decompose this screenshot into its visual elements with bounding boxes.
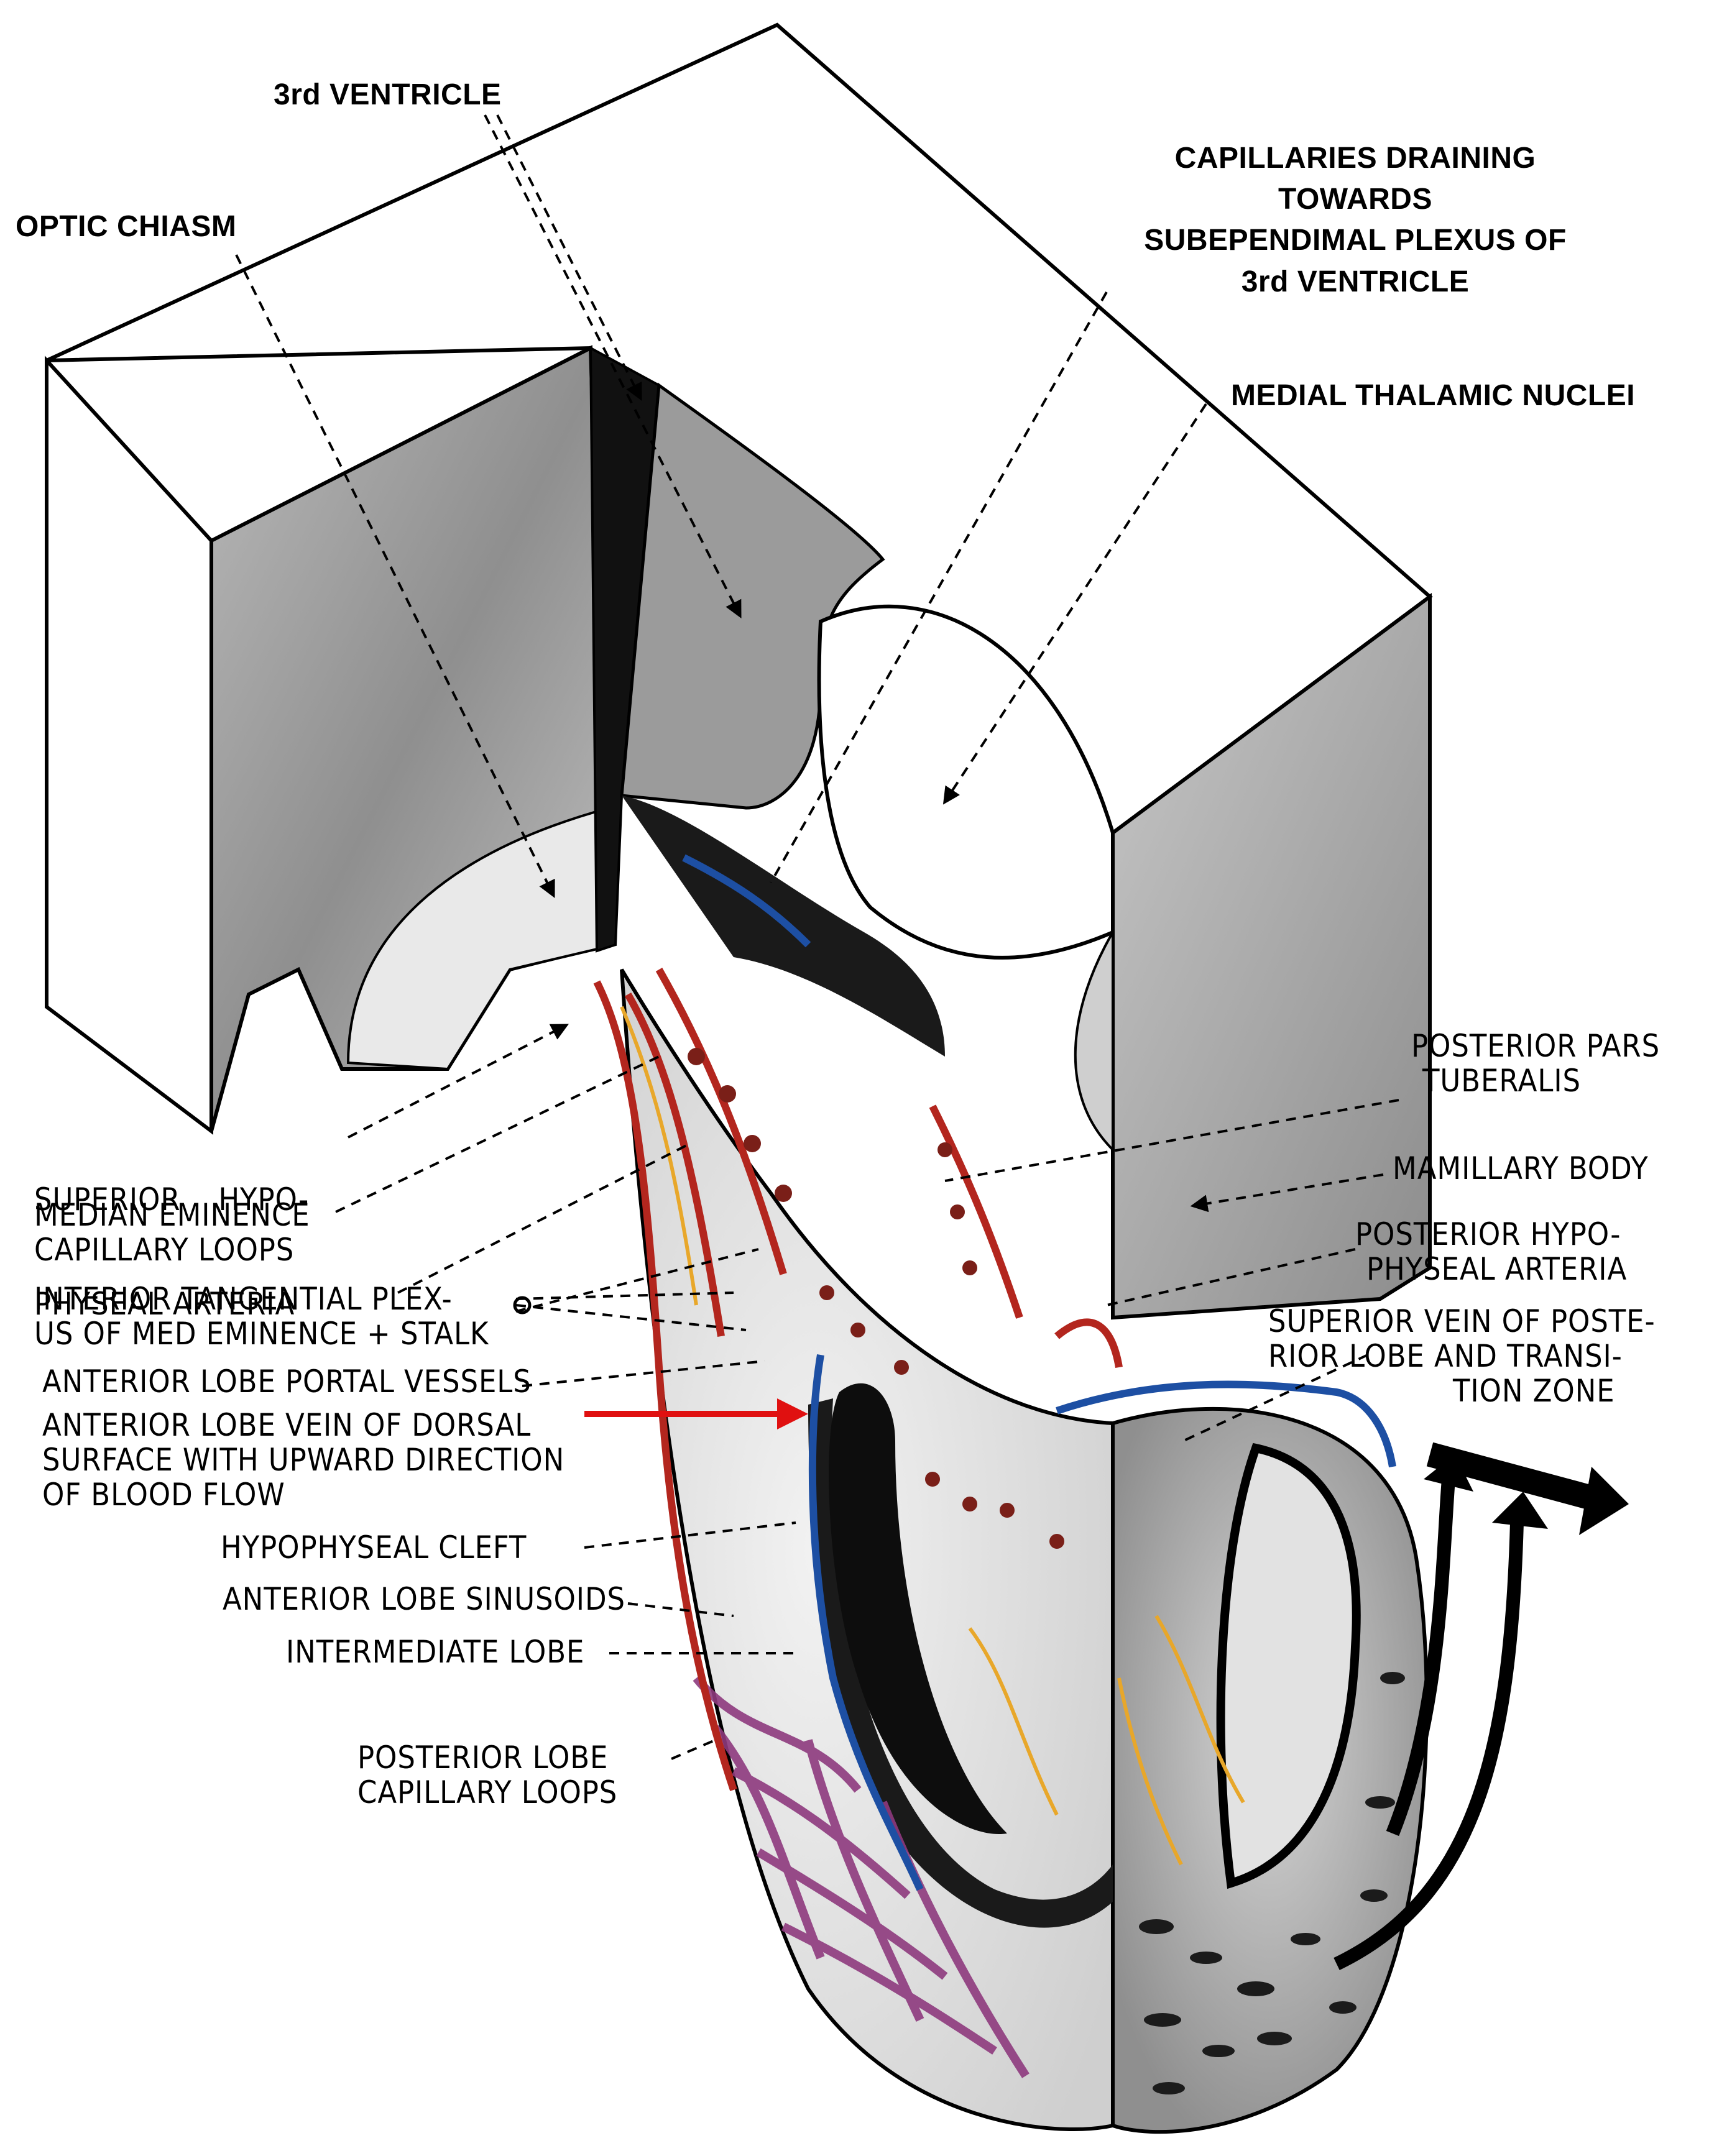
- blood-flow-arrows: [1334, 1442, 1629, 1970]
- label-interior-tangential-plexus: INTERIOR TANGENTIAL PLEX- US OF MED EMIN…: [34, 1282, 489, 1351]
- label-sup-vein-line-3: TION ZONE: [1453, 1373, 1615, 1409]
- label-capillaries-draining: CAPILLARIES DRAINING TOWARDS SUBEPENDIMA…: [1076, 138, 1635, 303]
- label-median-line-1: MEDIAN EMINENCE: [34, 1197, 310, 1233]
- label-optic-chiasm: OPTIC CHIASM: [16, 210, 237, 243]
- label-posterior-pars-tuberalis: POSTERIOR PARS TUBERALIS: [1411, 1029, 1660, 1098]
- label-capillaries-line-3: SUBEPENDIMAL PLEXUS OF: [1144, 224, 1567, 257]
- label-post-arteria-line-2: PHYSEAL ARTERIA: [1366, 1251, 1628, 1287]
- label-sup-vein-line-1: SUPERIOR VEIN OF POSTE-: [1268, 1303, 1656, 1339]
- plexus-leader-node: [513, 1296, 532, 1314]
- label-median-eminence-capillary-loops: MEDIAN EMINENCE CAPILLARY LOOPS: [34, 1198, 310, 1267]
- label-capillaries-line-1: CAPILLARIES DRAINING: [1174, 142, 1536, 175]
- label-medial-thalamic-nuclei: MEDIAL THALAMIC NUCLEI: [1231, 379, 1636, 412]
- leader-lines: [235, 114, 1399, 1760]
- label-post-loops-line-1: POSTERIOR LOBE: [357, 1740, 609, 1776]
- label-pars-line-1: POSTERIOR PARS: [1411, 1028, 1661, 1064]
- label-anterior-lobe-vein: ANTERIOR LOBE VEIN OF DORSAL SURFACE WIT…: [42, 1408, 564, 1512]
- label-mamillary-body: MAMILLARY BODY: [1393, 1150, 1649, 1186]
- label-capillaries-line-2: TOWARDS: [1278, 183, 1432, 216]
- label-posterior-hypophyseal-arteria: POSTERIOR HYPO- PHYSEAL ARTERIA: [1355, 1217, 1627, 1287]
- label-hypophyseal-cleft: HYPOPHYSEAL CLEFT: [221, 1530, 527, 1566]
- label-capillaries-line-4: 3rd VENTRICLE: [1241, 265, 1470, 298]
- label-anterior-lobe-sinusoids: ANTERIOR LOBE SINUSOIDS: [223, 1581, 625, 1617]
- label-3rd-ventricle: 3rd VENTRICLE: [274, 78, 502, 111]
- label-superior-hypophyseal-arteria: SUPERIOR HYPO- PHYSEAL ARTERIA: [34, 1112, 309, 1356]
- label-post-loops-line-2: CAPILLARY LOOPS: [357, 1774, 618, 1810]
- label-plexus-line-2: US OF MED EMINENCE + STALK: [34, 1316, 489, 1352]
- label-posterior-lobe-capillary-loops: POSTERIOR LOBE CAPILLARY LOOPS: [357, 1740, 617, 1810]
- label-anterior-lobe-portal-vessels: ANTERIOR LOBE PORTAL VESSELS: [42, 1364, 532, 1400]
- label-vein-line-1: ANTERIOR LOBE VEIN OF DORSAL: [42, 1407, 532, 1443]
- label-sup-arteria-line-2: PHYSEAL ARTERIA: [34, 1286, 295, 1322]
- label-superior-vein-posterior-lobe: SUPERIOR VEIN OF POSTE- RIOR LOBE AND TR…: [1268, 1304, 1656, 1408]
- label-intermediate-lobe: INTERMEDIATE LOBE: [286, 1634, 585, 1670]
- label-vein-line-2: SURFACE WITH UPWARD DIRECTION: [42, 1442, 565, 1478]
- label-median-line-2: CAPILLARY LOOPS: [34, 1232, 295, 1268]
- label-plexus-line-1: INTERIOR TANGENTIAL PLEX-: [34, 1281, 453, 1317]
- brain-block: [45, 22, 1433, 1320]
- pituitary-gland: [593, 854, 1429, 2134]
- label-vein-line-3: OF BLOOD FLOW: [42, 1477, 285, 1513]
- label-pars-line-2: TUBERALIS: [1422, 1063, 1581, 1099]
- label-sup-arteria-line-1: SUPERIOR HYPO-: [34, 1181, 310, 1218]
- label-sup-vein-line-2: RIOR LOBE AND TRANSI-: [1268, 1338, 1623, 1374]
- label-post-arteria-line-1: POSTERIOR HYPO-: [1355, 1216, 1621, 1252]
